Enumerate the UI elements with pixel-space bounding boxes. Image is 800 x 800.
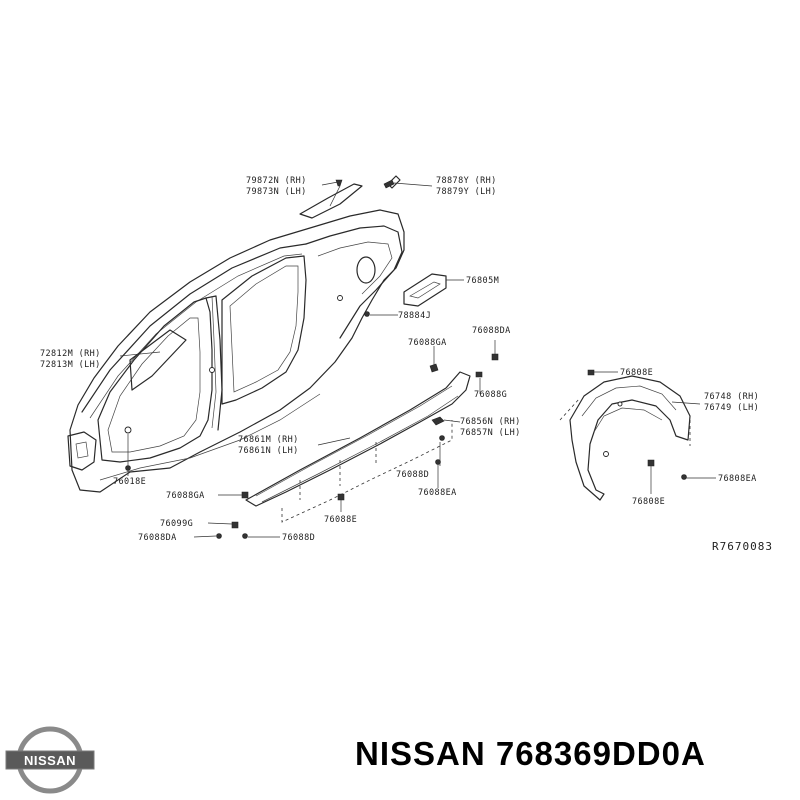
label-76088e-low: 76088E bbox=[324, 515, 357, 525]
fasteners bbox=[125, 179, 687, 539]
label-76861n: 76861N (LH) bbox=[238, 446, 299, 456]
label-76748: 76748 (RH) bbox=[704, 392, 759, 402]
label-72812m: 72812M (RH) bbox=[40, 349, 101, 359]
label-79873n: 79873N (LH) bbox=[246, 187, 307, 197]
nissan-logo-icon: NISSAN bbox=[5, 726, 95, 794]
label-76088d-mid: 76088D bbox=[396, 470, 429, 480]
label-78878y: 78878Y (RH) bbox=[436, 176, 497, 186]
wheel-house-liner bbox=[559, 375, 691, 501]
part-labels: 79872N (RH) 79873N (LH) 78878Y (RH) 7887… bbox=[40, 176, 773, 553]
label-76088d-low: 76088D bbox=[282, 533, 315, 543]
label-76808e-top: 76808E bbox=[620, 368, 653, 378]
logo-text: NISSAN bbox=[24, 753, 76, 768]
label-78884j: 78884J bbox=[398, 311, 431, 321]
label-76808ea: 76808EA bbox=[718, 474, 757, 484]
bracket-76805m bbox=[403, 273, 447, 307]
label-78879y: 78879Y (LH) bbox=[436, 187, 497, 197]
label-76857n: 76857N (LH) bbox=[460, 428, 521, 438]
label-76856n: 76856N (RH) bbox=[460, 417, 521, 427]
label-76861m: 76861M (RH) bbox=[238, 435, 299, 445]
label-76018e: 76018E bbox=[113, 477, 146, 487]
label-76088da-low: 76088DA bbox=[138, 533, 177, 543]
leader-lines bbox=[119, 181, 716, 538]
label-72813m: 72813M (LH) bbox=[40, 360, 101, 370]
label-76088ea-mid: 76088EA bbox=[418, 488, 457, 498]
label-76088ga-top: 76088GA bbox=[408, 338, 447, 348]
label-76099g: 76099G bbox=[160, 519, 193, 529]
part-number-title: NISSAN 768369DD0A bbox=[355, 735, 706, 772]
label-76808e-low: 76808E bbox=[632, 497, 665, 507]
label-76088ga-low: 76088GA bbox=[166, 491, 205, 501]
label-76088da-top: 76088DA bbox=[472, 326, 511, 336]
sill-moulding bbox=[245, 371, 471, 523]
label-76088g-mid: 76088G bbox=[474, 390, 507, 400]
reference-code: R7670083 bbox=[712, 540, 773, 553]
label-76805m: 76805M bbox=[466, 276, 499, 286]
label-76749: 76749 (LH) bbox=[704, 403, 759, 413]
body-side-panel bbox=[67, 175, 405, 493]
label-79872n: 79872N (RH) bbox=[246, 176, 307, 186]
